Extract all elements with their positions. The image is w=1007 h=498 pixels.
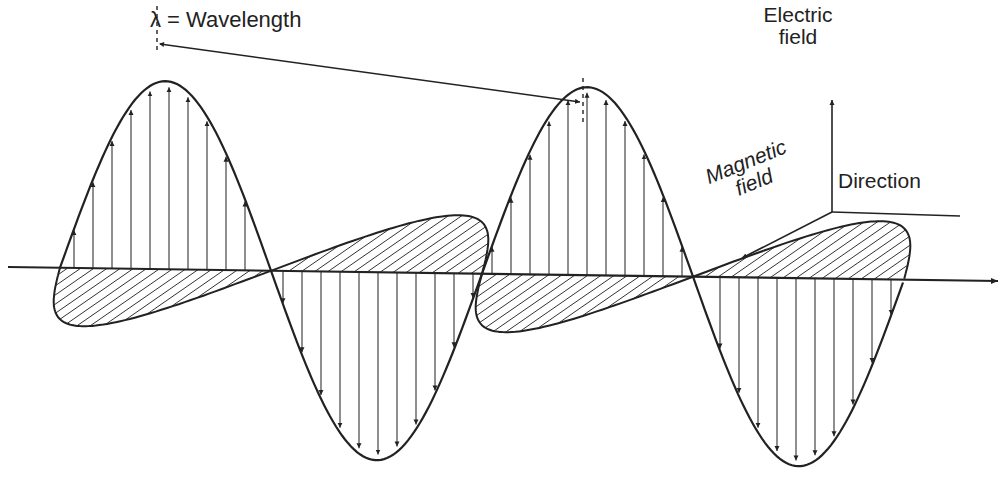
hatch-line — [506, 275, 588, 332]
hatch-line — [60, 269, 133, 319]
hatch-line — [171, 270, 224, 307]
field-vector — [358, 272, 359, 448]
field-vector — [339, 272, 340, 428]
hatch-line — [432, 234, 488, 273]
field-vector — [301, 271, 302, 352]
hatch-line — [848, 237, 909, 279]
field-vector — [396, 273, 397, 447]
hatch-line — [480, 275, 549, 323]
hatch-line — [835, 230, 906, 279]
axis-label: λ = Wavelength — [150, 8, 430, 31]
field-vector — [149, 91, 150, 269]
field-vector — [890, 279, 891, 314]
hatch-line — [90, 269, 172, 326]
field-vector — [472, 274, 473, 298]
axis-label: Magnetic field — [695, 133, 804, 211]
wavelength-tick — [582, 78, 583, 122]
hatch-line — [67, 269, 146, 324]
electric-axis-arrow — [831, 100, 833, 212]
wavelength-arrow — [160, 44, 580, 102]
field-vector — [662, 197, 663, 276]
field-vector — [225, 157, 226, 270]
hatch-line — [634, 276, 666, 298]
hatch-line — [445, 243, 488, 273]
field-vector — [130, 110, 131, 269]
axis-label: Electric field — [752, 4, 844, 48]
field-vector — [719, 277, 720, 348]
field-vector — [795, 278, 796, 460]
field-vector — [282, 271, 283, 303]
hatch-line — [757, 231, 824, 277]
hatch-line — [77, 269, 159, 326]
field-vector — [605, 100, 606, 275]
hatch-line — [125, 270, 198, 320]
hatch-line — [56, 269, 120, 313]
field-vector — [92, 182, 93, 268]
field-vector — [624, 121, 625, 276]
field-vector — [320, 271, 321, 395]
hatch-line — [607, 276, 653, 308]
field-vector — [833, 279, 834, 436]
hatch-line — [315, 237, 365, 272]
hatch-line — [54, 268, 107, 305]
magnetic-axis-arrow — [742, 212, 832, 258]
field-vector — [681, 247, 682, 277]
field-vector — [567, 100, 568, 275]
hatch-line — [106, 270, 185, 325]
field-vector — [757, 278, 758, 428]
propagation-axis — [8, 267, 998, 281]
hatch-line — [796, 221, 878, 278]
hatch-line — [147, 270, 211, 314]
hatch-line — [476, 274, 523, 307]
field-vector — [453, 273, 454, 347]
field-vector — [871, 279, 872, 363]
hatch-line — [731, 247, 775, 278]
field-vector — [643, 154, 644, 276]
field-vector — [187, 97, 188, 269]
hatch-line — [341, 222, 412, 271]
hatch-line — [380, 215, 462, 272]
field-vector — [111, 141, 112, 269]
hatch-line — [581, 276, 640, 316]
field-vector — [814, 278, 815, 455]
field-vector — [434, 273, 435, 390]
hatch-line — [419, 227, 486, 273]
hatch-line — [809, 222, 890, 278]
hatch-line — [861, 245, 910, 279]
field-vector — [491, 247, 492, 274]
field-vector — [244, 202, 245, 271]
field-vector — [852, 279, 853, 405]
field-vector — [206, 121, 207, 270]
field-vector — [776, 278, 777, 451]
field-vector — [377, 272, 378, 454]
hatch-line — [558, 276, 627, 323]
field-vector — [586, 93, 587, 275]
hatch-line — [393, 217, 473, 272]
field-vector — [548, 121, 549, 274]
field-vector — [738, 277, 739, 392]
direction-axis — [832, 212, 960, 216]
field-vector — [529, 155, 530, 275]
field-vector — [510, 198, 511, 274]
field-vector — [415, 273, 416, 425]
axis-label: Direction — [838, 170, 962, 192]
hatch-line — [328, 229, 390, 272]
hatch-line — [477, 274, 536, 315]
field-vector — [73, 230, 74, 268]
field-vector — [168, 87, 169, 269]
